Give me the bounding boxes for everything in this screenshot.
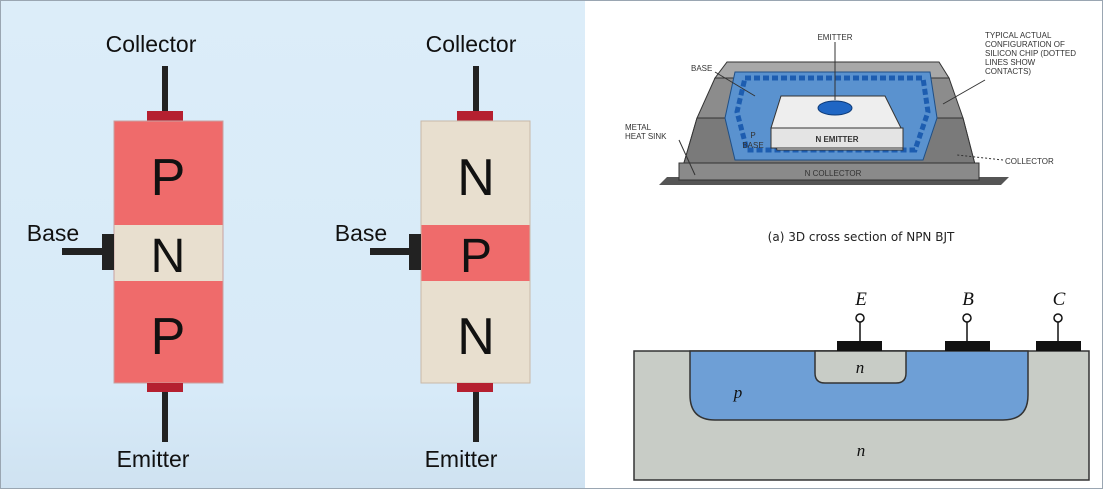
base-leader-line (714, 71, 756, 97)
emitter-front-face (770, 127, 904, 149)
terminal-e-label: E (854, 289, 867, 310)
transistor-symbols-svg: Collector P N P Base Emitter Collector (27, 31, 531, 472)
cross-section-svg: EMITTER BASE TYPICAL ACTUAL CONFIGURATIO… (625, 31, 1090, 481)
pnp-base-label: Base (27, 220, 79, 246)
typical-line4: LINES SHOW (985, 58, 1036, 67)
npn-collector-label: Collector (426, 31, 517, 57)
cross-section-caption: (a) 3D cross section of NPN BJT (768, 230, 955, 244)
base-metal-contact (945, 341, 990, 351)
p-base-line1: P (750, 131, 755, 140)
npn-transistor: Collector N P N Base Emitter (335, 31, 531, 472)
pnp-bottom-p-layer (114, 281, 223, 383)
typical-line1: TYPICAL ACTUAL (985, 31, 1052, 40)
base-terminal-icon (962, 313, 972, 323)
npn-emitter-contact (457, 383, 493, 392)
p-base-well (689, 350, 1029, 421)
npn-layer-middle-letter: P (460, 230, 492, 283)
emitter-n-label: n (856, 358, 865, 377)
heatsink-leader-line (678, 139, 696, 176)
typical-line3: SILICON CHIP (DOTTED (985, 49, 1076, 58)
terminal-c-label: C (1053, 289, 1066, 310)
typical-line5: CONTACTS) (985, 67, 1031, 76)
npn-emitter-label: Emitter (425, 446, 498, 472)
npn-base-contact (409, 234, 421, 270)
emitter-terminal-icon (855, 313, 865, 323)
pnp-top-p-layer (114, 121, 223, 225)
npn-3d-cross-section: EMITTER BASE TYPICAL ACTUAL CONFIGURATIO… (625, 31, 1076, 244)
terminal-b-label: B (962, 289, 974, 310)
emitter-contact-dot (817, 100, 853, 116)
cross-section-panel: EMITTER BASE TYPICAL ACTUAL CONFIGURATIO… (585, 0, 1103, 489)
collector-3d-label: COLLECTOR (1005, 157, 1054, 166)
base-contact-ring (734, 75, 931, 153)
n-collector-label: N COLLECTOR (805, 169, 862, 178)
npn-base-lead (370, 248, 410, 255)
pnp-collector-label: Collector (106, 31, 197, 57)
npn-top-n-layer (421, 121, 530, 225)
base-3d-label: BASE (691, 64, 712, 73)
n-emitter-well (814, 350, 907, 384)
npn-bottom-n-layer (421, 281, 530, 383)
p-base-line2: BASE (742, 141, 763, 150)
pnp-base-contact (102, 234, 114, 270)
collector-metal-contact (1036, 341, 1081, 351)
collector-terminal-icon (1053, 313, 1063, 323)
npn-middle-p-layer (421, 225, 530, 281)
typical-line2: CONFIGURATION OF (985, 40, 1065, 49)
npn-emitter-lead (473, 392, 479, 442)
emitter-metal-contact (837, 341, 882, 351)
metal-line2: HEAT SINK (625, 132, 667, 141)
pnp-transistor: Collector P N P Base Emitter (27, 31, 224, 472)
npn-layer-bottom-letter: N (457, 308, 495, 366)
pnp-middle-n-layer (114, 225, 223, 281)
pnp-layer-bottom-letter: P (151, 308, 186, 366)
pnp-emitter-label: Emitter (117, 446, 190, 472)
emitter-3d-label: EMITTER (817, 33, 852, 42)
npn-base-label: Base (335, 220, 387, 246)
n-collector-strip (678, 162, 980, 181)
pnp-emitter-lead (162, 392, 168, 442)
pnp-base-lead (62, 248, 102, 255)
transistor-symbols-panel: Collector P N P Base Emitter Collector (0, 0, 585, 489)
npn-collector-contact (457, 111, 493, 121)
pnp-layer-top-letter: P (151, 149, 186, 207)
typical-leader-line (942, 79, 986, 105)
pnp-layer-middle-letter: N (151, 230, 186, 283)
metal-line1: METAL (625, 123, 652, 132)
npn-layer-top-letter: N (457, 149, 495, 207)
npn-collector-lead (473, 66, 479, 112)
base-p-label: p (733, 383, 743, 402)
npn-planar-cross-section: E B C n p n (633, 289, 1090, 481)
pnp-emitter-contact (147, 383, 183, 392)
pnp-collector-lead (162, 66, 168, 112)
substrate-n-label: n (857, 441, 866, 460)
pnp-collector-contact (147, 111, 183, 121)
n-emitter-label: N EMITTER (815, 135, 858, 144)
